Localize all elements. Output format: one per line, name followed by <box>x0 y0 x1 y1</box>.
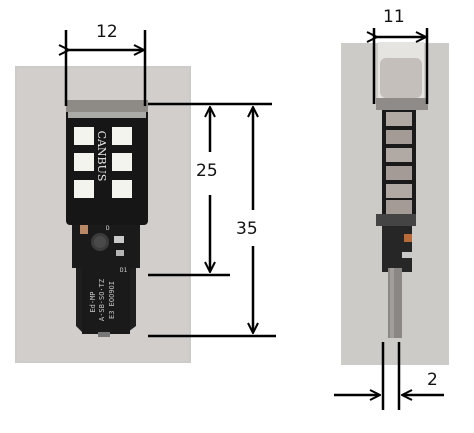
dimension-total-length <box>148 108 276 338</box>
front-view-photo: A·SB·SO·TZ E3 EOO9OI Ed-MP D D1 <box>15 66 191 363</box>
front-led-board: CANBUS <box>66 100 148 225</box>
led-section-length-label: 25 <box>196 161 218 181</box>
connector-thickness-label: 2 <box>427 370 438 390</box>
svg-text:D: D <box>106 225 110 232</box>
front-connector-tab: A·SB·SO·TZ E3 EOO9OI Ed-MP <box>76 262 136 337</box>
dimension-side-width <box>374 28 429 104</box>
svg-text:A·SB·SO·TZ: A·SB·SO·TZ <box>98 279 106 321</box>
svg-text:E3 EOO9OI: E3 EOO9OI <box>108 281 116 319</box>
dimension-connector-thickness <box>334 342 444 410</box>
led-chip <box>112 127 132 145</box>
led-chip <box>74 153 94 171</box>
side-width-label: 11 <box>383 7 405 27</box>
led-chip <box>112 153 132 171</box>
board-brand-text: CANBUS <box>95 131 108 182</box>
dimension-led-section-length <box>148 102 272 277</box>
side-view-photo <box>341 42 449 365</box>
led-chip <box>112 180 132 198</box>
led-chip <box>74 127 94 145</box>
svg-text:D1: D1 <box>120 267 128 274</box>
front-width-label: 12 <box>96 22 118 42</box>
dimension-front-width <box>66 30 147 106</box>
svg-text:Ed-MP: Ed-MP <box>89 291 97 312</box>
total-length-label: 35 <box>236 219 258 239</box>
led-chip <box>74 180 94 198</box>
